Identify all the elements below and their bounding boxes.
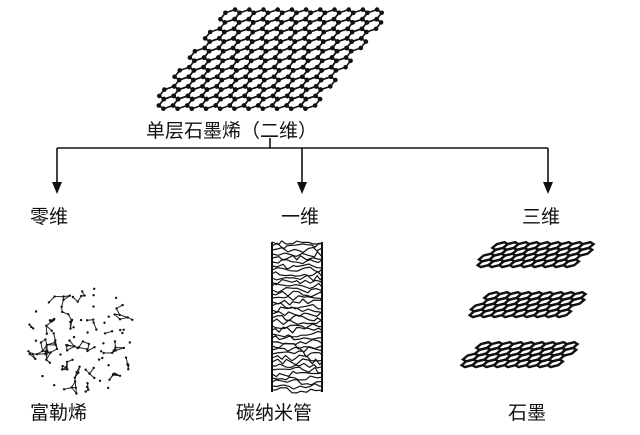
fullerene-image: [27, 288, 133, 395]
graphite-image: [462, 242, 594, 367]
arrowheads: [52, 182, 553, 194]
material-label-nanotube: 碳纳米管: [236, 403, 312, 423]
graphene-sheet-image: [157, 7, 385, 111]
dimension-label-three: 三维: [522, 207, 560, 227]
connector-lines: [57, 138, 548, 186]
material-label-fullerene: 富勒烯: [30, 403, 87, 423]
graphene-label: 单层石墨烯（二维）: [146, 121, 317, 141]
carbon-nanotube-image: [272, 241, 322, 393]
dimension-label-one: 一维: [281, 207, 319, 227]
dimension-label-zero: 零维: [30, 207, 68, 227]
material-label-graphite: 石墨: [508, 403, 546, 423]
arrowhead-left: [52, 182, 62, 194]
arrowhead-right: [543, 182, 553, 194]
arrowhead-middle: [297, 182, 307, 194]
